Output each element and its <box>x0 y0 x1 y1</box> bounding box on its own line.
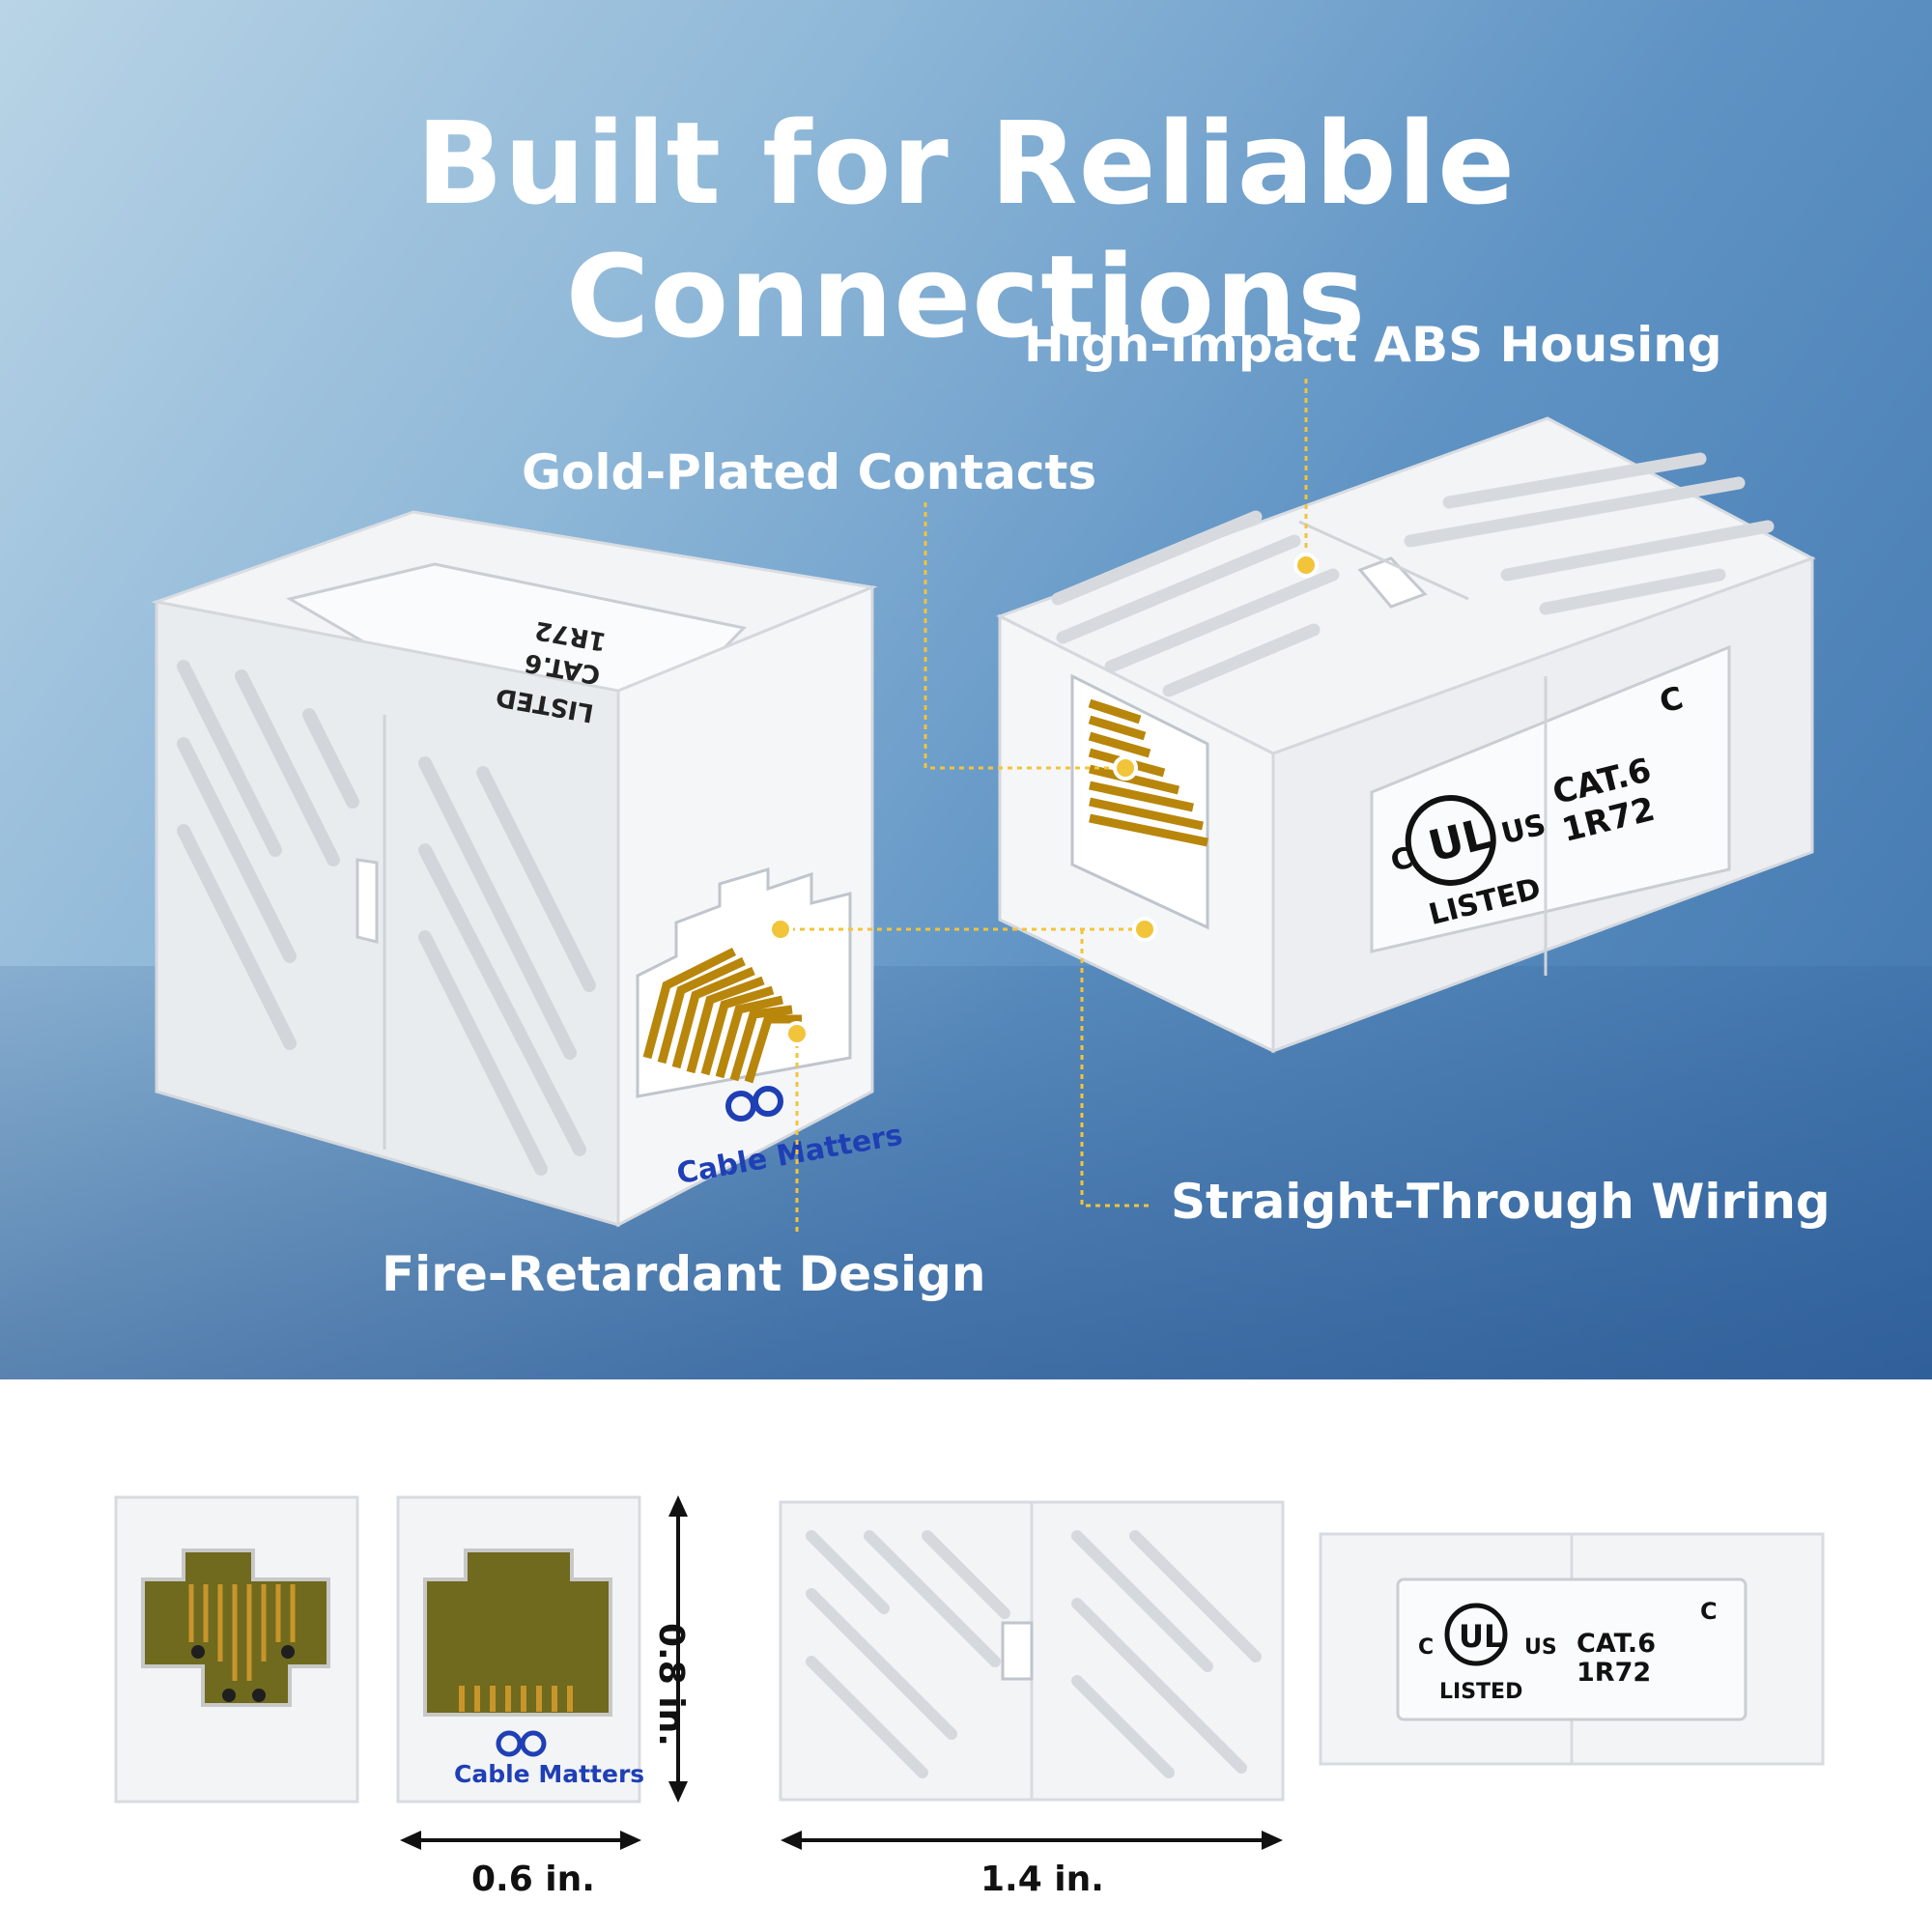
side-label <box>1370 644 1731 953</box>
dimension-height: 0.8 in. <box>651 1623 691 1747</box>
callout-gold-contacts: Gold-Plated Contacts <box>522 444 1097 500</box>
svg-text:LISTED: LISTED <box>1439 1680 1522 1704</box>
svg-text:1R72: 1R72 <box>1577 1658 1651 1688</box>
svg-text:C: C <box>1700 1598 1718 1625</box>
svg-text:US: US <box>1524 1635 1557 1660</box>
svg-text:UL: UL <box>1459 1618 1503 1655</box>
view-label-side: UL C US LISTED CAT.6 1R72 C <box>1319 1532 1825 1766</box>
dimension-length: 1.4 in. <box>980 1860 1104 1899</box>
callout-abs-housing: High-Impact ABS Housing <box>1024 317 1722 373</box>
dimension-width: 0.6 in. <box>471 1860 595 1899</box>
hero-illustration: Cable Matters LISTED CAT.6 1R72 <box>151 379 1816 1236</box>
side-grooves <box>177 660 596 1176</box>
view-front-face: Cable Matters <box>396 1495 644 1804</box>
svg-text:C: C <box>1418 1635 1434 1660</box>
svg-text:CAT.6: CAT.6 <box>1577 1629 1656 1659</box>
coupler-right: UL C US LISTED CAT.6 1R72 C <box>996 416 1816 1054</box>
gold-contacts-left <box>642 947 802 1084</box>
view-side-grooves <box>779 1500 1285 1802</box>
top-grooves <box>1051 452 1775 697</box>
callout-leaders <box>781 379 1308 1236</box>
gold-contacts-right <box>1088 698 1208 847</box>
dimension-arrows <box>400 1495 1283 1850</box>
coupler-left: Cable Matters LISTED CAT.6 1R72 <box>151 510 905 1228</box>
brand-text-front: Cable Matters <box>454 1760 644 1788</box>
callout-dots <box>768 553 1319 1046</box>
page-title: Built for Reliable Connections <box>415 97 1517 363</box>
callout-fire-retardant: Fire-Retardant Design <box>382 1246 986 1302</box>
view-back-face <box>114 1495 359 1804</box>
callout-straight-wiring: Straight-Through Wiring <box>1171 1174 1831 1230</box>
